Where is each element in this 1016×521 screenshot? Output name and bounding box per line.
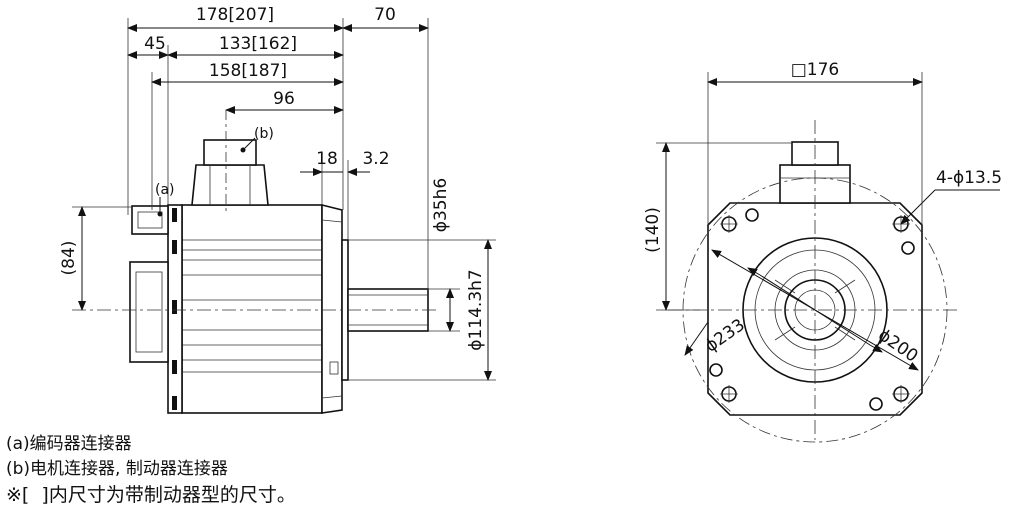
dim-140: (140) [643,207,663,253]
dim-holes: 4-ϕ13.5 [936,168,1002,188]
side-view: 178[207] 70 45 133[162] 158[187] 96 18 3… [59,5,496,414]
dim-shaft-length: 70 [374,5,396,25]
dim-84: (84) [59,241,79,276]
body-fins [182,239,322,373]
label-a: (a) [155,182,175,198]
dim-square: □176 [791,60,840,80]
dim-45: 45 [144,34,166,54]
dim-133: 133[162] [219,34,297,54]
dim-18: 18 [316,149,338,169]
front-view: □176 (140) 4-ϕ13.5 ϕ233 ϕ200 [643,60,1002,443]
power-connector [191,164,269,206]
mounting-holes [720,215,910,403]
dim-spigot-diameter: ϕ114.3h7 [466,269,486,350]
encoder-connector [131,205,169,235]
motor-body [181,204,323,414]
dim-shaft-diameter: ϕ35h6 [431,178,451,232]
flange [321,203,343,414]
note-motor-brake-connector: (b)电机连接器, 制动器连接器 [6,459,228,479]
notes: (a)编码器连接器 (b)电机连接器, 制动器连接器 ※[ ]内尺寸为带制动器型… [6,432,296,508]
dim-3-2: 3.2 [362,149,389,169]
note-encoder-connector: (a)编码器连接器 [6,434,132,454]
note-brake-dimensions: ※[ ]内尺寸为带制动器型的尺寸。 [6,484,296,506]
label-b: (b) [254,126,274,142]
dim-158: 158[187] [209,61,287,81]
dim-96: 96 [273,89,295,109]
dim-overall: 178[207] [196,5,274,25]
